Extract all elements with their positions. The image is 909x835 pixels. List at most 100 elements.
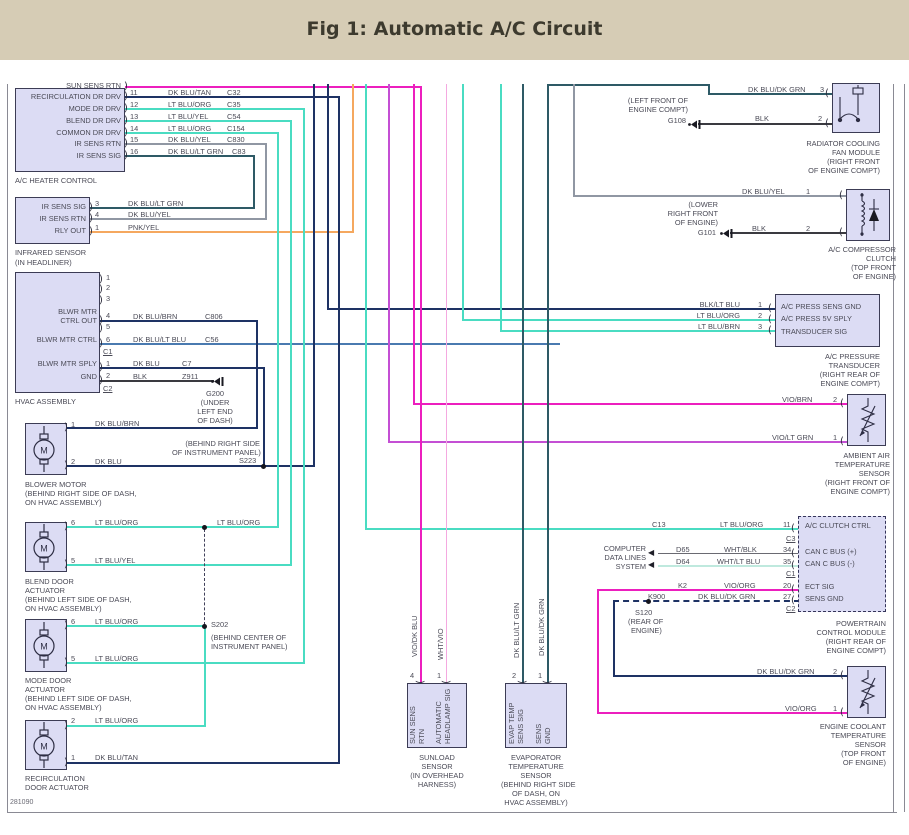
component-caption: AMBIENT AIR: [843, 451, 890, 460]
pin-number: 20: [783, 581, 792, 590]
wire-sun-sens-rtn: [125, 86, 420, 88]
wire-v-s223-riser: [313, 84, 315, 466]
pin-number: 2: [833, 667, 838, 676]
pin-arc-icon: ): [64, 422, 68, 433]
wire-coolant-1: [597, 712, 849, 714]
wire-label: WHT/LT BLU: [717, 557, 761, 566]
component-caption: CONTROL MODULE: [816, 628, 886, 637]
ground-location: OF DASH): [197, 416, 233, 425]
component-caption: ON HVAC ASSEMBLY): [25, 604, 102, 613]
pin-arc-icon: ): [89, 226, 93, 237]
infrared-sensor-box: [15, 197, 90, 244]
wire-v-press-sply: [462, 84, 464, 320]
pin-arc-icon: (: [840, 707, 844, 718]
sunload-sensor-box: [407, 683, 467, 748]
pin-number: 2: [818, 114, 823, 123]
pin-number: 1: [806, 187, 811, 196]
pin-number: 1: [71, 420, 76, 429]
pin-arc-icon: (: [839, 190, 843, 201]
splice-location: (BEHIND RIGHT SIDE: [185, 439, 260, 448]
wire-xducer-2: [462, 319, 777, 321]
pin-number: 1: [538, 671, 543, 680]
wire-blower-2: [67, 465, 315, 467]
circuit-label: D64: [676, 557, 690, 566]
motor-icon: M: [33, 524, 55, 570]
wire-dk-blu-yel-c830: [125, 143, 267, 145]
component-caption: OF ENGINE): [842, 758, 886, 767]
component-caption: A/C PRESSURE: [824, 352, 880, 361]
pin-arc-icon: ): [64, 657, 68, 668]
wire-label: LT BLU/YEL: [95, 556, 136, 565]
wire-v-clutch-ctrl: [365, 84, 367, 529]
splice-id: S223: [239, 456, 257, 465]
component-caption: ON HVAC ASSEMBLY): [25, 498, 102, 507]
pin-label: TRANSDUCER SIG: [781, 327, 848, 336]
wire-lt-blu-org-c154: [125, 132, 279, 134]
wire-v-dk-blu-lt-grn: [522, 84, 524, 683]
splice-dot-s120: [646, 599, 651, 604]
circuit-label: Z911: [182, 372, 199, 381]
circuit-label: C32: [227, 88, 241, 97]
pin-arc-icon: ): [64, 720, 68, 731]
component-caption: SUNLOAD: [419, 753, 455, 762]
pin-number: 3: [820, 85, 825, 94]
pin-number: 6: [106, 335, 111, 344]
wire-label: VIO/BRN: [782, 395, 813, 404]
component-caption: A/C COMPRESSOR: [828, 245, 896, 254]
pin-number: 6: [71, 617, 76, 626]
pin-number: 1: [106, 359, 111, 368]
component-caption: (TOP FRONT: [841, 749, 886, 758]
pin-number: 1: [833, 704, 838, 713]
splice-dot-s223: [261, 464, 266, 469]
pin-number: 34: [783, 545, 792, 554]
wire-xducer-1: [327, 308, 777, 310]
wire-v-s202-leader: [204, 529, 205, 625]
fan-module-icon: [837, 85, 864, 123]
wire-label-vertical: VIO/DK BLU: [410, 615, 419, 657]
pin-arc-icon: (: [840, 670, 844, 681]
ground-location: RIGHT FRONT: [667, 209, 718, 218]
pin-number: 1: [833, 433, 838, 442]
component-caption: (BEHIND RIGHT SIDE: [501, 780, 576, 789]
ac-pressure-transducer-box: [775, 294, 880, 347]
wire-ir-sens-rtn: [90, 218, 267, 220]
blend-door-actuator-box: [25, 522, 67, 572]
ground-id: G101: [697, 228, 716, 237]
component-caption: POWERTRAIN: [836, 619, 886, 628]
component-caption: OF ENGINE): [852, 272, 896, 281]
ground-id: G200: [205, 389, 225, 398]
component-caption: OF DASH, ON: [511, 789, 561, 798]
component-caption: SENSOR: [421, 762, 453, 771]
pin-arc-icon: ): [124, 138, 128, 149]
component-caption: (RIGHT REAR OF: [825, 637, 886, 646]
wire-pcm-27-dashed: [613, 600, 800, 602]
wire-clutch-1: [573, 195, 848, 197]
pin-arc-icon: ): [64, 521, 68, 532]
component-caption: BLOWER MOTOR: [25, 480, 87, 489]
wire-label: LT BLU/ORG: [168, 100, 212, 109]
component-caption: (RIGHT FRONT OF: [824, 478, 890, 487]
wire-label: VIO/ORG: [724, 581, 756, 590]
wire-fan-3: [708, 93, 834, 95]
pin-label: COMMON DR DRV: [56, 128, 121, 137]
pin-number: 1: [437, 671, 442, 680]
wire-dk-blu-lt-grn-c83: [125, 155, 255, 157]
wire-v-ir-rtn: [265, 143, 267, 219]
ground-icon-g101: [720, 229, 733, 238]
data-line-arrow-icon: ◀: [648, 548, 655, 557]
pin-arc-icon: ): [99, 338, 103, 349]
connector-label: C1: [103, 347, 113, 356]
wire-label: LT BLU/ORG: [95, 716, 139, 725]
pin-label: IR SENS RTN: [74, 139, 121, 148]
splice-dot-blend: [202, 525, 207, 530]
wire-v-blwr-ctrl-out: [256, 320, 258, 428]
pin-label-vertical: SUN SENS: [408, 706, 417, 744]
wire-blwr-sply: [100, 367, 265, 369]
pin-number: 5: [71, 654, 76, 663]
circuit-label: C54: [227, 112, 241, 121]
ground-icon-g108: [688, 120, 701, 129]
pin-arc-icon: ): [89, 213, 93, 224]
pin-number: 5: [71, 556, 76, 565]
data-lines-label: DATA LINES: [604, 553, 646, 562]
